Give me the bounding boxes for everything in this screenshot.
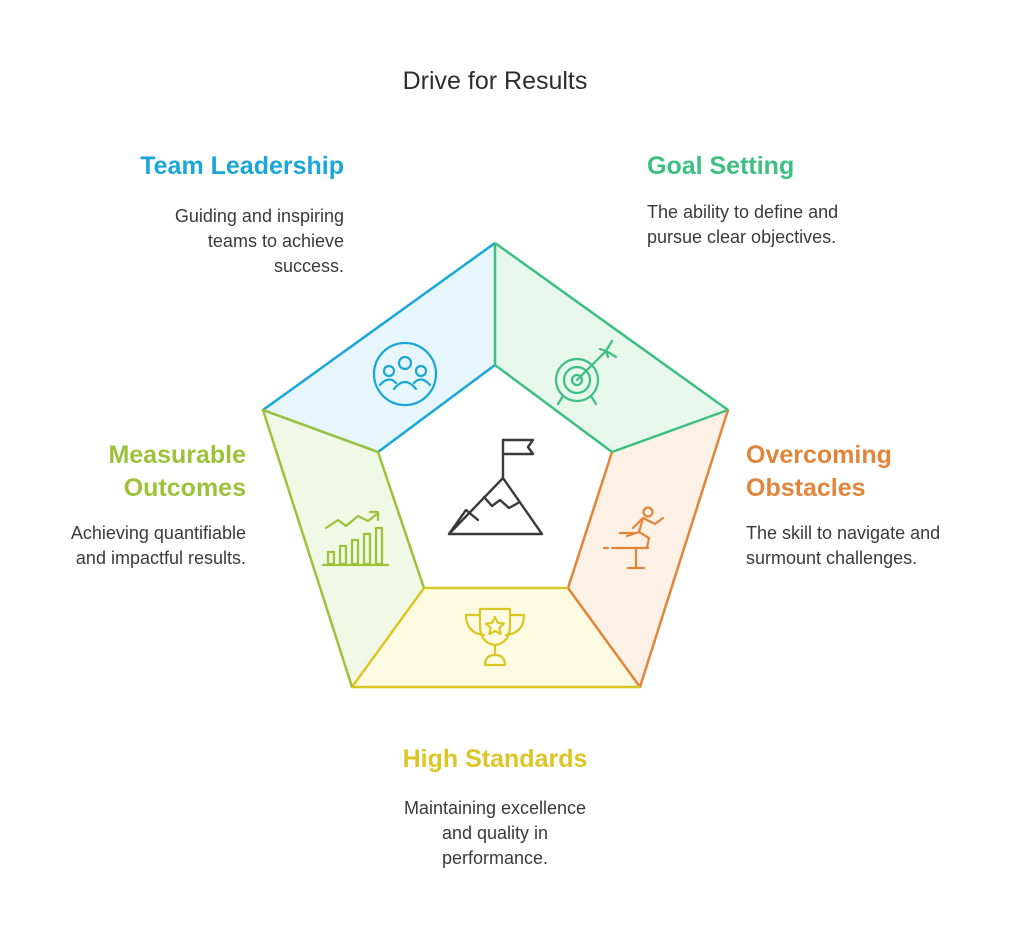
heading-goal-setting-text: Goal Setting bbox=[647, 152, 795, 180]
segment-goal-setting bbox=[495, 243, 728, 452]
desc-overcoming-obstacles: The skill to navigate and surmount chall… bbox=[746, 521, 940, 571]
heading-line: Outcomes bbox=[123, 474, 246, 502]
desc-line: Maintaining excellence bbox=[403, 798, 587, 818]
desc-team-leadership: Guiding and inspiring teams to achieve s… bbox=[175, 204, 344, 279]
desc-line: The skill to navigate and bbox=[746, 523, 941, 543]
outline-measurable-outcomes bbox=[261, 408, 426, 688]
desc-measurable-outcomes: Achieving quantifiable and impactful res… bbox=[71, 521, 246, 571]
growth-chart-icon bbox=[321, 510, 390, 567]
outline-overcoming-obstacles bbox=[566, 409, 730, 689]
target-icon bbox=[554, 339, 618, 406]
desc-goal-setting: The ability to define and pursue clear o… bbox=[647, 200, 838, 250]
desc-line: and quality in bbox=[441, 823, 549, 843]
hurdle-runner-icon bbox=[602, 506, 665, 570]
heading-high-standards-text: High Standards bbox=[402, 745, 588, 773]
heading-team-leadership: Team Leadership bbox=[140, 150, 344, 183]
desc-line: Guiding and inspiring bbox=[174, 206, 344, 226]
outline-high-standards bbox=[350, 586, 640, 689]
diagram-title: Drive for Results bbox=[402, 67, 588, 95]
segment-high-standards bbox=[352, 588, 640, 687]
desc-line: performance. bbox=[441, 848, 549, 868]
team-icon bbox=[372, 341, 438, 407]
desc-high-standards: Maintaining excellence and quality in pe… bbox=[345, 796, 645, 871]
heading-line: Measurable bbox=[108, 441, 246, 469]
desc-line: teams to achieve bbox=[207, 231, 344, 251]
desc-line: and impactful results. bbox=[75, 548, 246, 568]
mountain-flag-icon bbox=[447, 438, 544, 536]
desc-line: pursue clear objectives. bbox=[647, 227, 837, 247]
heading-high-standards: High Standards bbox=[345, 743, 645, 776]
desc-line: Achieving quantifiable bbox=[70, 523, 246, 543]
heading-measurable-outcomes: Measurable Outcomes bbox=[108, 439, 246, 505]
heading-line: Overcoming bbox=[746, 441, 892, 469]
segment-team-leadership bbox=[263, 243, 495, 452]
trophy-icon bbox=[464, 607, 526, 667]
desc-line: surmount challenges. bbox=[746, 548, 918, 568]
segment-measurable-outcomes bbox=[263, 410, 424, 687]
desc-line: The ability to define and bbox=[647, 202, 839, 222]
heading-team-leadership-text: Team Leadership bbox=[140, 152, 344, 180]
heading-goal-setting: Goal Setting bbox=[647, 150, 794, 183]
heading-line: Obstacles bbox=[746, 474, 866, 502]
desc-line: success. bbox=[273, 256, 344, 276]
heading-overcoming-obstacles: Overcoming Obstacles bbox=[746, 439, 892, 505]
